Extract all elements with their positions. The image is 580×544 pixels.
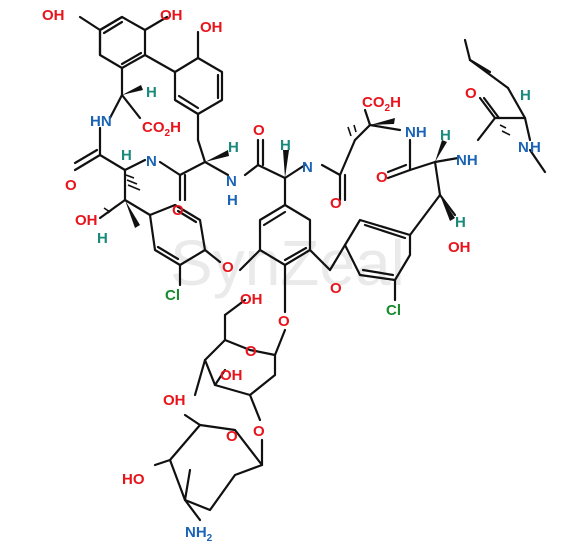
label-o-carbonyl-5: O bbox=[376, 169, 388, 186]
label-h-6: H bbox=[440, 127, 451, 144]
label-oh-top-left: OH bbox=[42, 7, 65, 24]
label-h-2: H bbox=[121, 147, 132, 164]
stereo-bonds bbox=[103, 85, 511, 228]
label-oh-top-mid: OH bbox=[160, 7, 183, 24]
label-h-4: H bbox=[280, 137, 291, 154]
label-oh-sugar-2: OH bbox=[220, 367, 243, 384]
label-o-ether-right: O bbox=[330, 280, 342, 297]
label-o-link: O bbox=[253, 423, 265, 440]
label-h-cooh-left: H bbox=[146, 84, 157, 101]
label-o-glyco: O bbox=[278, 313, 290, 330]
label-nh2: NH2 bbox=[185, 524, 213, 544]
label-n-3: N bbox=[226, 173, 237, 190]
label-o-carbonyl-4: O bbox=[330, 195, 342, 212]
label-n-4: N bbox=[302, 159, 313, 176]
atom-labels: OH OH OH H HN CO2H O N H N H H O O H N O… bbox=[42, 7, 541, 544]
label-o-ether-left: O bbox=[222, 259, 234, 276]
label-nh-6: NH bbox=[456, 152, 478, 169]
label-oh-right-mid: OH bbox=[448, 239, 471, 256]
label-oh-sugar-top: OH bbox=[240, 291, 263, 308]
label-co2h-left: CO2H bbox=[142, 119, 181, 139]
bond-skeleton bbox=[73, 15, 547, 522]
label-co2h-mid: CO2H bbox=[362, 94, 401, 114]
label-o-carbonyl-3: O bbox=[253, 122, 265, 139]
label-h-methyl: H bbox=[530, 139, 541, 156]
label-cl-left: Cl bbox=[165, 287, 180, 304]
label-h-left-mid: H bbox=[97, 230, 108, 247]
label-ho-sugar2: HO bbox=[122, 471, 145, 488]
label-h-3b: H bbox=[228, 139, 239, 156]
label-h-3: H bbox=[227, 192, 238, 209]
label-nh-5: NH bbox=[405, 124, 427, 141]
label-n-2: N bbox=[146, 153, 157, 170]
label-h-right-mid: H bbox=[455, 214, 466, 231]
label-n-methyl: N bbox=[518, 139, 529, 156]
label-hn-left: HN bbox=[90, 113, 112, 130]
label-oh-left-mid: OH bbox=[75, 212, 98, 229]
label-oh-top-right: OH bbox=[200, 19, 223, 36]
label-o-sugar2-ring: O bbox=[226, 428, 238, 445]
label-cl-right: Cl bbox=[386, 302, 401, 319]
label-oh-sugar-3: OH bbox=[163, 392, 186, 409]
label-o-carbonyl-1: O bbox=[65, 177, 77, 194]
label-o-carbonyl-2: O bbox=[172, 202, 184, 219]
label-o-sugar-ring: O bbox=[245, 343, 257, 360]
label-o-carbonyl-6: O bbox=[465, 85, 477, 102]
label-h-7: H bbox=[520, 87, 531, 104]
